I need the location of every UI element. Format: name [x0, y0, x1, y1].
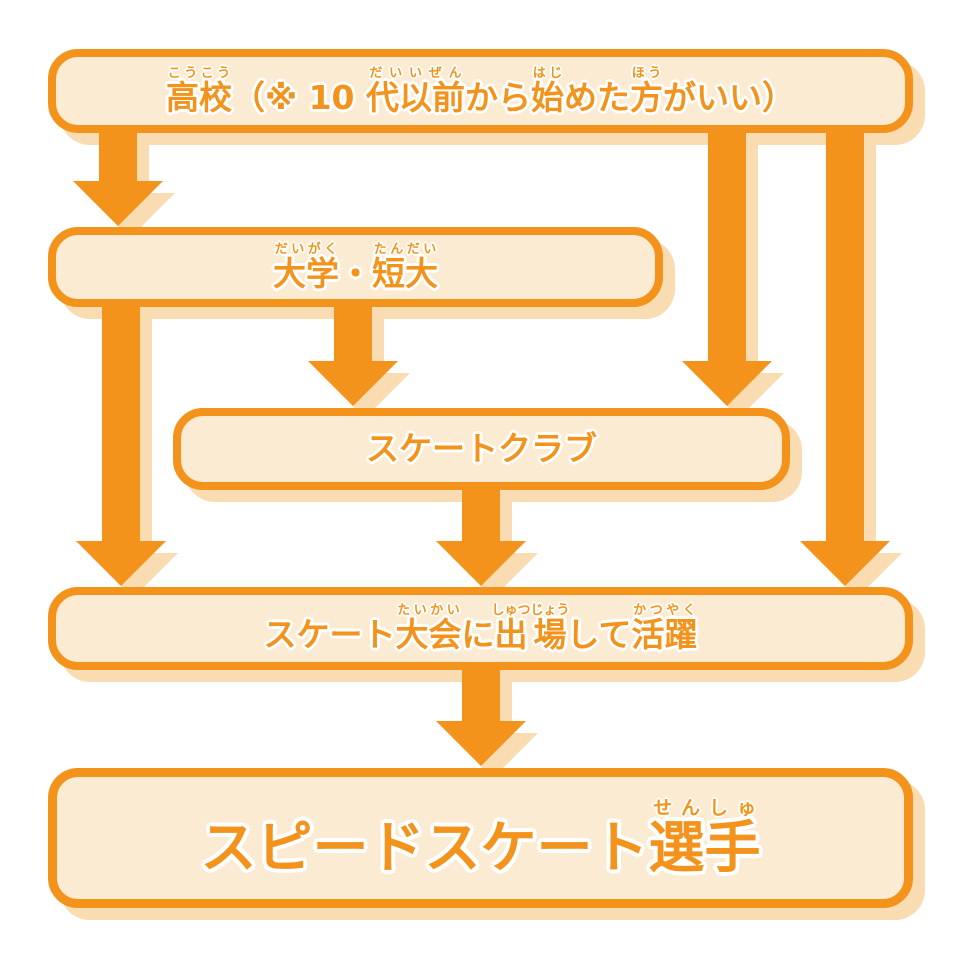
arrow-highschool-to-university	[73, 126, 175, 238]
arrow-body	[436, 482, 526, 586]
flow-box-label-speed-skater: スピードスケート選手せんしゅ	[200, 796, 761, 881]
flow-box-highschool: 高校こうこう（※ 10 代以前だいいぜんから始はじめた方ほうがいい）	[48, 49, 913, 133]
arrow-body	[436, 662, 526, 766]
flow-box-label-highschool: 高校こうこう（※ 10 代以前だいいぜんから始はじめた方ほうがいい）	[166, 65, 795, 117]
arrow-body	[76, 298, 166, 586]
arrow-competitions-to-speed-skater	[436, 662, 538, 778]
arrow-body	[73, 126, 163, 226]
arrow-highschool-to-skate-club	[682, 126, 784, 418]
arrow-body	[308, 298, 398, 406]
flow-box-competitions: スケート大会たいかいに出場しゅつじょうして活躍かつやく	[48, 587, 913, 670]
arrow-highschool-to-competitions	[800, 126, 902, 598]
flow-box-label-competitions: スケート大会たいかいに出場しゅつじょうして活躍かつやく	[263, 603, 698, 655]
flow-box-skate-club: スケートクラブ	[173, 408, 790, 490]
arrow-skate-club-to-competitions	[436, 482, 538, 598]
flow-box-speed-skater: スピードスケート選手せんしゅ	[48, 768, 913, 908]
arrow-university-to-skate-club	[308, 298, 410, 418]
flow-box-university: 大学だいがく・短大たんだい	[48, 227, 663, 307]
flow-box-label-skate-club: スケートクラブ	[366, 428, 597, 468]
arrow-university-to-competitions	[76, 298, 178, 598]
flow-box-label-university: 大学だいがく・短大たんだい	[273, 241, 438, 293]
arrow-body	[682, 126, 772, 406]
arrow-body	[800, 126, 890, 586]
